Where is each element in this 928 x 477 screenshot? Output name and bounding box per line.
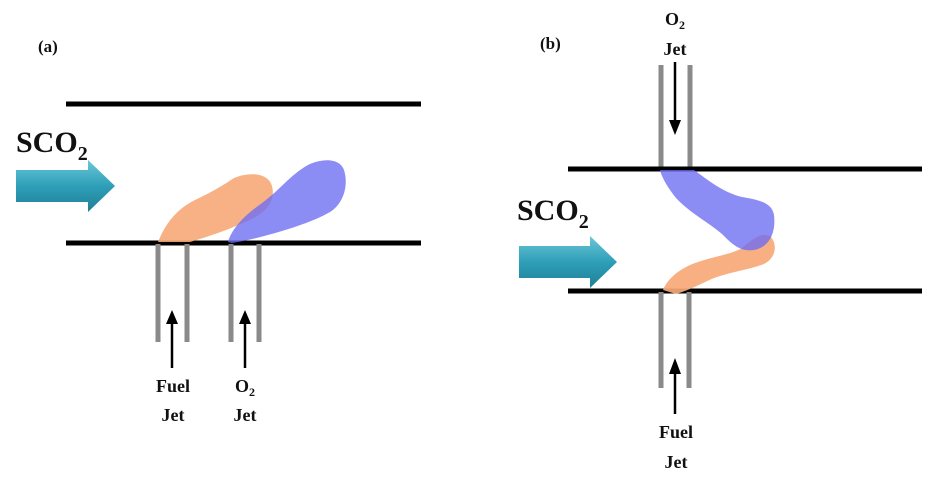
panel-b-label: (b) bbox=[540, 34, 561, 53]
panel-b-o2-arrow-head bbox=[669, 120, 681, 135]
panel-b-fuel-arrow-head bbox=[669, 358, 681, 374]
panel-a-fuel-arrow-head bbox=[166, 310, 178, 324]
panel-b-fuel-jet-label-2: Jet bbox=[665, 452, 688, 472]
panel-a-label: (a) bbox=[38, 37, 58, 56]
panel-b-oxygen-plume bbox=[660, 170, 775, 251]
panel-a-fuel-plume bbox=[158, 174, 273, 242]
panel-a: (a) SCO2 Fuel Jet O2 Jet bbox=[16, 37, 421, 425]
panel-a-flow-arrow bbox=[16, 160, 115, 212]
panel-b-flow-arrow bbox=[519, 236, 617, 288]
panel-a-o2-arrow-head bbox=[239, 310, 251, 324]
panel-b-flow-label: SCO2 bbox=[517, 194, 589, 233]
panel-b-o2-jet-label-1: O2 bbox=[665, 9, 685, 32]
panel-b: (b) O2 Jet SCO2 Fuel Jet bbox=[517, 9, 922, 472]
panel-a-flow-label: SCO2 bbox=[16, 126, 88, 165]
panel-a-fuel-jet-label-2: Jet bbox=[162, 405, 185, 425]
panel-b-fuel-jet-label-1: Fuel bbox=[659, 422, 693, 442]
panel-a-o2-jet-label-2: Jet bbox=[234, 405, 257, 425]
panel-b-o2-jet-label-2: Jet bbox=[664, 39, 687, 59]
panel-a-fuel-jet-label-1: Fuel bbox=[156, 376, 190, 396]
panel-a-o2-jet-label-1: O2 bbox=[235, 376, 255, 399]
panel-a-oxygen-plume bbox=[228, 160, 346, 243]
